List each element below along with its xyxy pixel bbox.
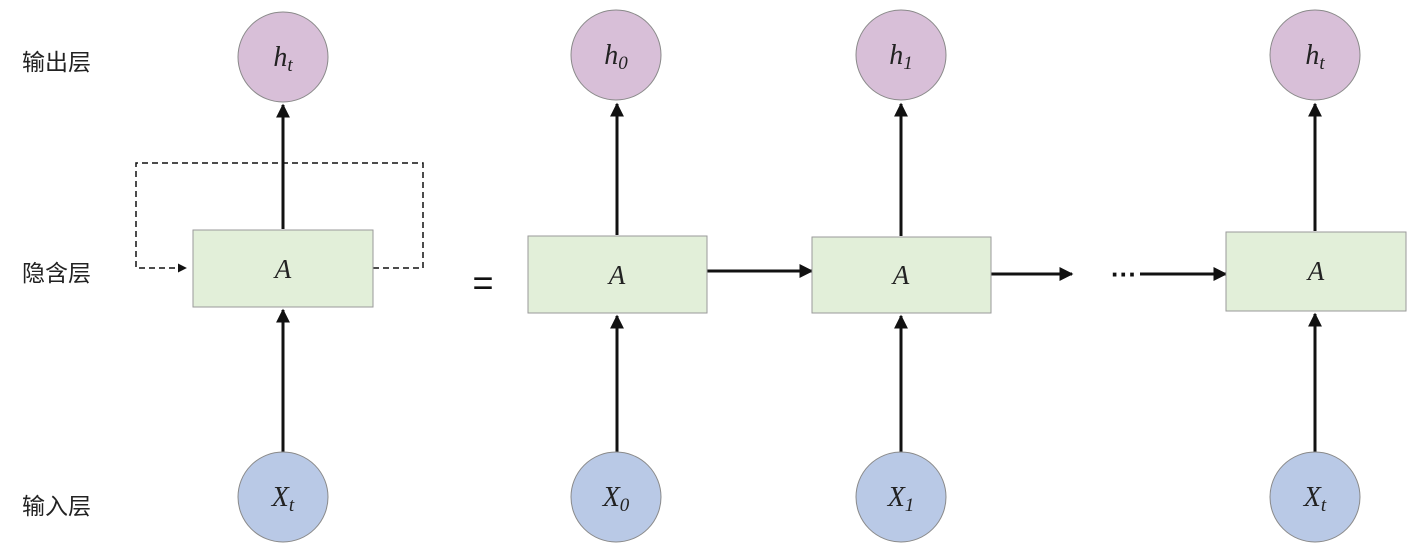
rolled-output-label: ht xyxy=(273,42,293,76)
step-1-cell-label: A xyxy=(891,260,910,290)
step-t-input-node xyxy=(1269,451,1361,543)
step-t-input-label: Xt xyxy=(1303,482,1327,516)
rolled-hidden-cell xyxy=(192,229,374,308)
step-t-cell-label: A xyxy=(1306,256,1325,286)
rolled-rnn: A ht Xt xyxy=(135,11,424,543)
ellipsis: ··· xyxy=(1111,259,1137,289)
hidden-layer-label: 隐含层 xyxy=(22,261,91,287)
rolled-cell-label: A xyxy=(273,254,292,284)
rolled-output-node xyxy=(237,11,329,103)
step-1-hidden-cell xyxy=(811,236,992,314)
step-t-output-node xyxy=(1269,9,1361,101)
step-1-input-node xyxy=(855,451,947,543)
step-0-input-label: X0 xyxy=(602,482,630,516)
time-step-0: A h0 X0 xyxy=(527,9,708,543)
equals-sign: = xyxy=(472,262,493,303)
step-1-output-node xyxy=(855,9,947,101)
step-0-cell-label: A xyxy=(607,260,626,290)
step-0-hidden-cell xyxy=(527,235,708,314)
step-0-input-node xyxy=(570,451,662,543)
step-0-output-node xyxy=(570,9,662,101)
step-1-output-label: h1 xyxy=(889,40,913,74)
step-t-hidden-cell xyxy=(1225,231,1407,312)
output-layer-label: 输出层 xyxy=(22,50,91,76)
time-step-t: A ht Xt xyxy=(1225,9,1407,543)
unrolled-rnn: ··· A h0 X0 A h1 xyxy=(527,9,1407,543)
input-layer-label: 输入层 xyxy=(22,494,91,520)
recurrent-loop-path xyxy=(135,162,424,273)
step-t-output-label: ht xyxy=(1305,40,1325,74)
rolled-input-node xyxy=(237,451,329,543)
step-1-input-label: X1 xyxy=(887,482,915,516)
time-step-1: A h1 X1 xyxy=(811,9,992,543)
rolled-input-label: Xt xyxy=(271,482,295,516)
step-0-output-label: h0 xyxy=(604,40,628,74)
